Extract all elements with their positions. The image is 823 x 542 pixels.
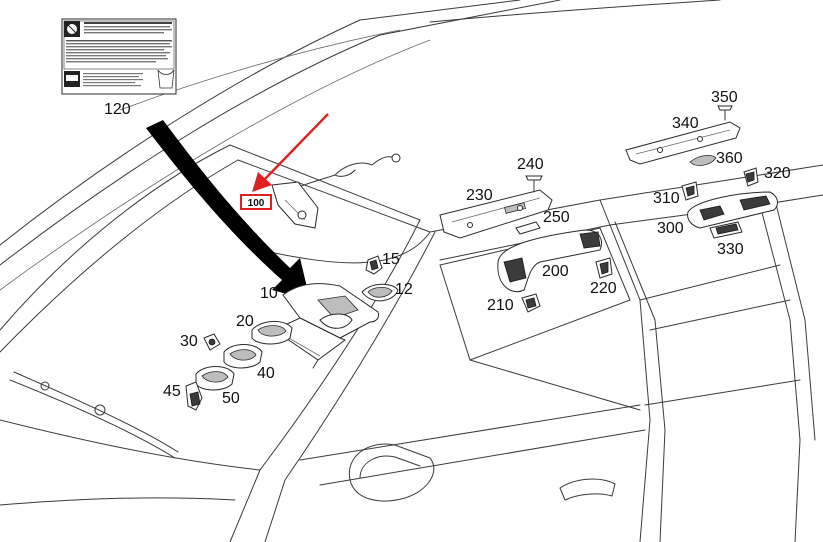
callout-300[interactable]: 300 [657,220,684,237]
callout-200[interactable]: 200 [542,263,569,280]
clip-220-part[interactable] [595,257,613,279]
visor-bracket-50-part[interactable] [195,366,235,391]
callout-120[interactable]: 120 [104,101,131,118]
cover-250-part[interactable] [515,221,541,235]
callout-240[interactable]: 240 [517,156,544,173]
warning-label-part[interactable] [61,18,177,95]
callout-20[interactable]: 20 [236,313,254,330]
clip-45-part[interactable] [185,381,203,411]
callout-labels: 120 15 12 10 20 30 40 45 50 240 230 250 … [104,89,791,407]
curved-arrow [146,120,310,300]
grab-handle-200-part[interactable] [497,229,602,293]
clip-320-part[interactable] [743,167,759,187]
switch-330-part[interactable] [709,221,743,239]
screw-30-part[interactable] [203,333,221,351]
cover-360-part[interactable] [689,154,717,166]
clip-210-part[interactable] [521,293,541,313]
callout-340[interactable]: 340 [672,115,699,132]
callout-50[interactable]: 50 [222,390,240,407]
highlight-label: 100 [248,198,265,209]
callout-45[interactable]: 45 [163,383,181,400]
callout-30[interactable]: 30 [180,333,198,350]
callout-15[interactable]: 15 [382,251,400,268]
screw-350-part[interactable] [717,105,733,121]
visor-bracket-40-part[interactable] [223,344,263,369]
rail-340-part[interactable] [625,121,741,165]
bracket-230-part[interactable] [439,189,553,239]
callout-10[interactable]: 10 [260,285,278,302]
visor-bracket-20-part[interactable] [251,321,293,345]
callout-320[interactable]: 320 [764,165,791,182]
callout-310[interactable]: 310 [653,190,680,207]
clip-310-part[interactable] [681,181,699,201]
visor-clip-part[interactable] [361,283,399,302]
clip-15-part[interactable] [365,255,383,275]
callout-210[interactable]: 210 [487,297,514,314]
callout-330[interactable]: 330 [717,241,744,258]
callout-220[interactable]: 220 [590,280,617,297]
callout-40[interactable]: 40 [257,365,275,382]
red-pointer-arrow [252,113,329,192]
highlight-box [240,194,272,210]
screw-240-part[interactable] [525,175,543,193]
callout-12[interactable]: 12 [395,281,413,298]
harness-part[interactable] [271,153,401,229]
callout-250[interactable]: 250 [543,209,570,226]
callout-360[interactable]: 360 [716,150,743,167]
callout-230[interactable]: 230 [466,187,493,204]
console-300-part[interactable] [687,191,778,229]
callout-350[interactable]: 350 [711,89,738,106]
